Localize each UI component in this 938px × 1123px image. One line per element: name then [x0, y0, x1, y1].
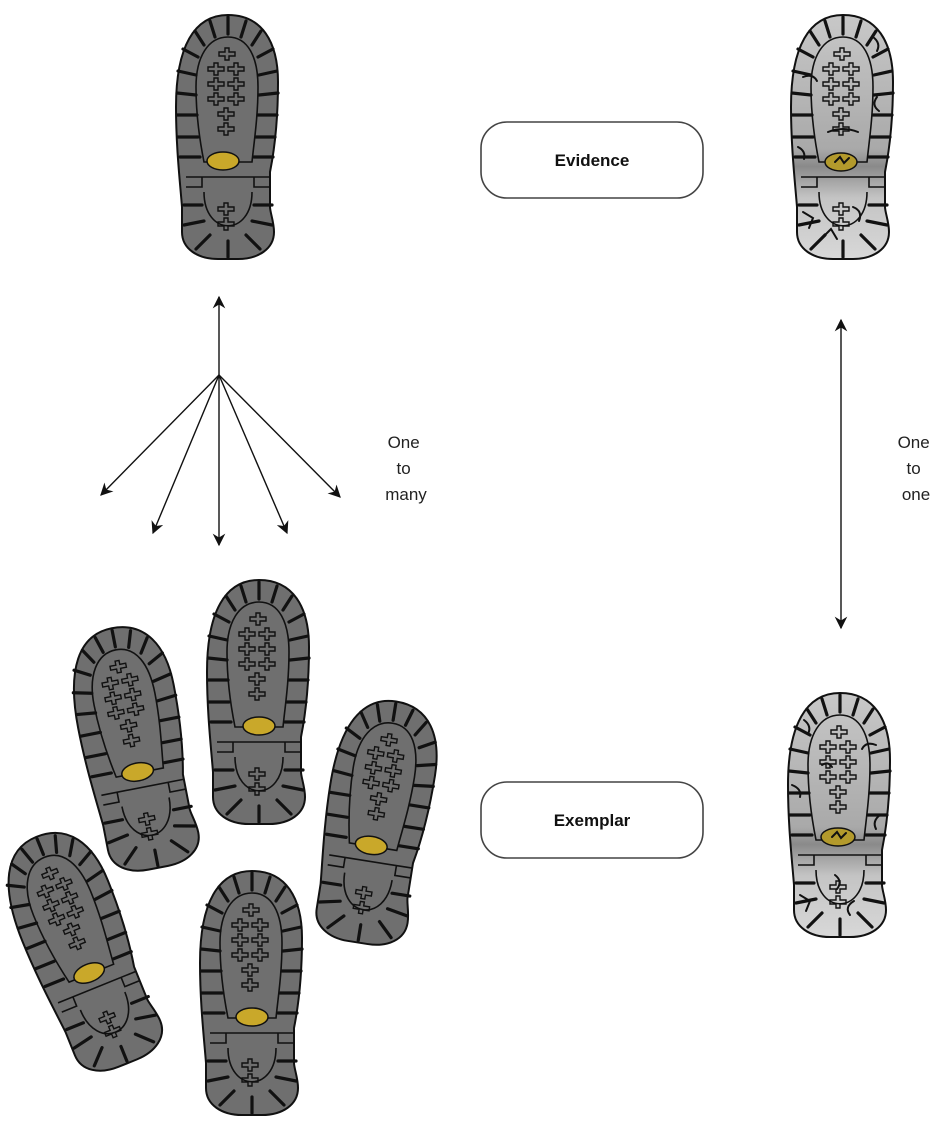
one-to-many-label: One to many: [385, 433, 427, 504]
one-to-one-label: One to one: [898, 433, 935, 504]
worn-evidence-sole-icon: [791, 15, 893, 259]
exemplar-boot-sole-icon-5: [200, 871, 302, 1115]
exemplar-label: Exemplar: [554, 811, 631, 830]
exemplar-label-box: Exemplar: [481, 782, 703, 858]
one-to-many-arrows: [101, 297, 340, 545]
evidence-label: Evidence: [555, 151, 630, 170]
exemplar-boot-sole-icon-3: [307, 693, 446, 950]
evidence-label-box: Evidence: [481, 122, 703, 198]
evidence-boot-sole-icon: [176, 15, 278, 259]
exemplar-boot-sole-icon-2: [207, 580, 309, 824]
exemplar-boot-sole-icon-1: [61, 619, 208, 878]
worn-exemplar-sole-icon: [788, 693, 890, 937]
